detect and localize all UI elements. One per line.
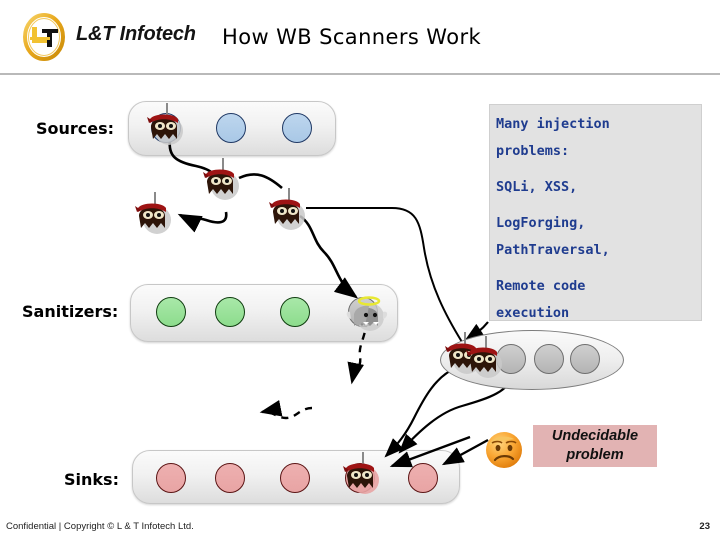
ninja-sprite-mid — [203, 158, 239, 200]
cluster-node[interactable] — [570, 344, 600, 374]
info-line: Remote code — [496, 278, 586, 294]
flow-path-7 — [384, 366, 457, 458]
cluster-node[interactable] — [534, 344, 564, 374]
undecidable-callout: Undecidable problem — [533, 427, 657, 465]
info-line: SQLi, XSS, — [496, 179, 578, 195]
brand-logo-text: L&T Infotech — [76, 23, 196, 45]
undecidable-line-2: problem — [566, 447, 624, 463]
slide-header: L&T Infotech How WB Scanners Work — [0, 0, 720, 73]
page-title: How WB Scanners Work — [222, 25, 482, 49]
source-node[interactable] — [282, 113, 312, 143]
sink-node[interactable] — [156, 463, 186, 493]
angel-sprite-sanitizer — [346, 296, 388, 331]
undecidable-callout-background — [533, 425, 657, 467]
sink-node[interactable] — [280, 463, 310, 493]
brand-logo: L&T Infotech — [18, 13, 203, 61]
info-line: LogForging, — [496, 215, 586, 231]
sanitizer-node[interactable] — [280, 297, 310, 327]
info-line: PathTraversal, — [496, 242, 610, 258]
ninja-sprite-cluster-b — [466, 336, 502, 378]
footer-confidential-text: Confidential | Copyright © L & T Infotec… — [6, 521, 194, 532]
page-number: 23 — [699, 521, 710, 532]
sinks-label: Sinks: — [64, 470, 119, 489]
sanitizers-label: Sanitizers: — [22, 302, 119, 321]
sources-label: Sources: — [36, 119, 115, 138]
injection-problems-info-block: Many injection problems: SQLi, XSS, LogF… — [489, 104, 702, 321]
info-line: Many injection — [496, 116, 610, 132]
lt-monogram-logo-icon — [23, 13, 65, 61]
ninja-sprite-right — [269, 188, 305, 230]
sink-node[interactable] — [215, 463, 245, 493]
undecidable-line-1: Undecidable — [551, 428, 639, 444]
flow-path-2 — [177, 211, 228, 233]
info-line: execution — [496, 305, 570, 321]
ninja-sprite-source — [147, 103, 183, 145]
sad-face-icon — [486, 432, 522, 468]
ninja-sprite-left — [135, 192, 171, 234]
sink-node[interactable] — [408, 463, 438, 493]
ninja-sprite-sink — [343, 452, 379, 494]
header-divider — [0, 73, 720, 75]
sanitizer-node[interactable] — [215, 297, 245, 327]
source-node[interactable] — [216, 113, 246, 143]
info-line: problems: — [496, 143, 570, 159]
flow-path-dashed-2 — [259, 400, 313, 420]
sanitizer-node[interactable] — [156, 297, 186, 327]
